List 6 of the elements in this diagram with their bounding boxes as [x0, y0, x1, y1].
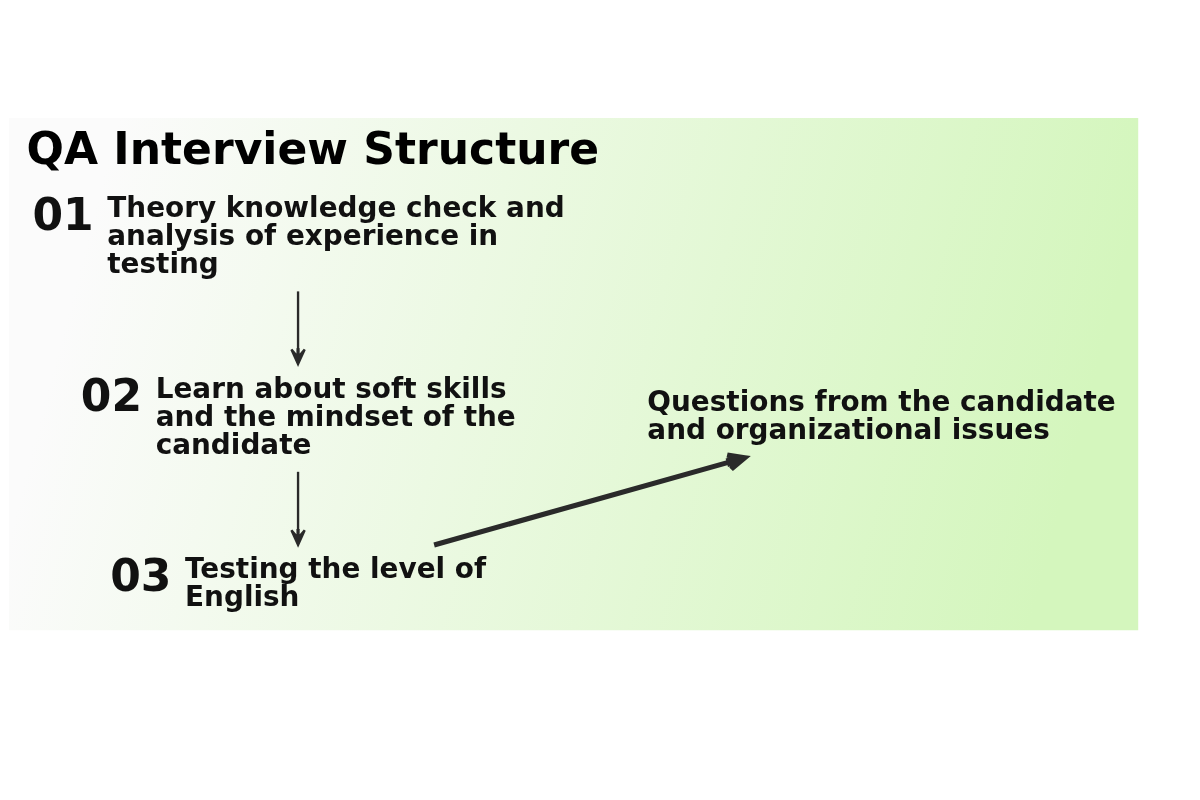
arrow	[290, 290, 306, 365]
diagram-title: QA Interview Structure	[26, 121, 600, 173]
arrow	[290, 471, 306, 546]
arrow	[433, 452, 748, 547]
node-text: 01 Theory knowledge check and analysis of experience in testing	[32, 188, 565, 280]
node-text: Questions from the candidate and organizational issues	[647, 384, 1116, 446]
